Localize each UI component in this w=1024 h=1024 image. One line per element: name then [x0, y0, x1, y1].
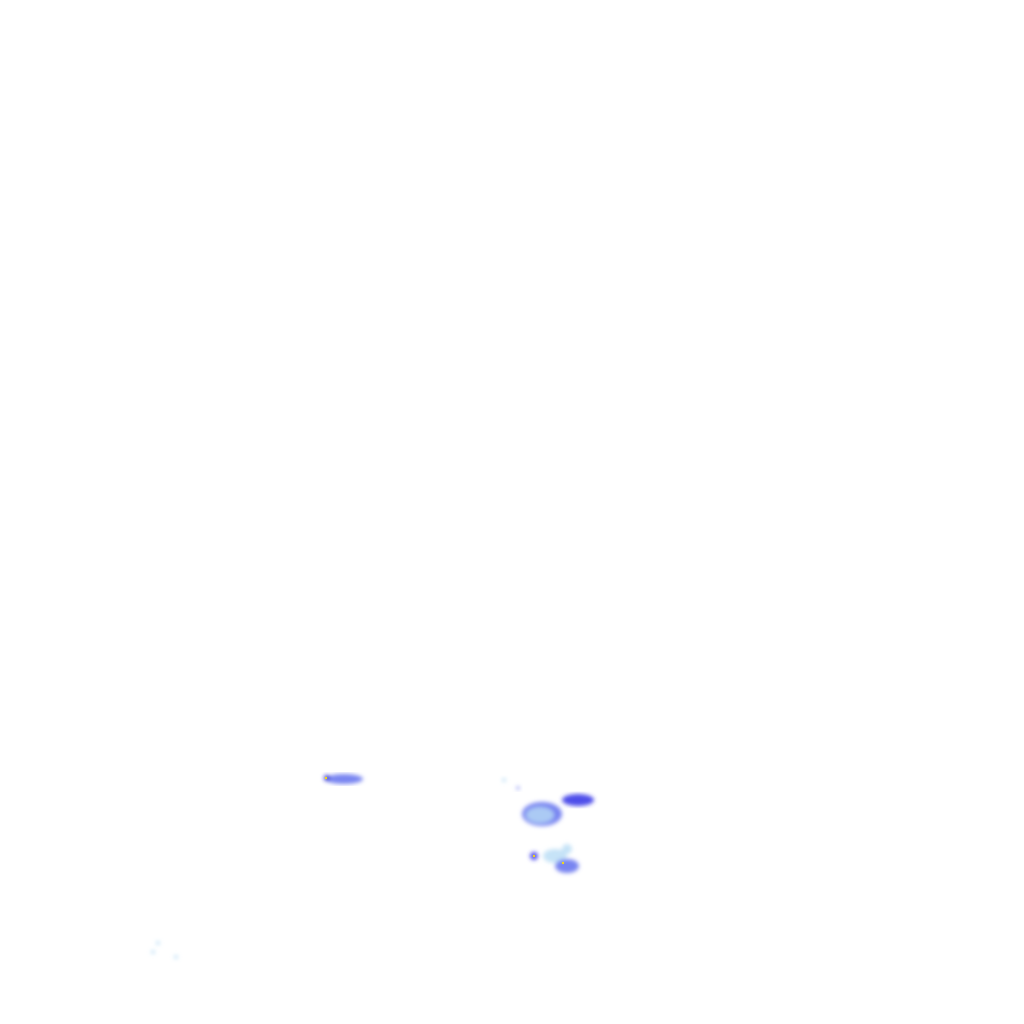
rain-cell-south: [530, 844, 579, 873]
rain-cell-west: [324, 774, 363, 784]
rain-cell-speckles-north: [502, 778, 520, 790]
rain-cell-southwest: [151, 941, 178, 959]
rain-cell-central: [522, 802, 562, 826]
rain-cell-east: [562, 794, 594, 806]
peak-markers: [324, 776, 565, 865]
